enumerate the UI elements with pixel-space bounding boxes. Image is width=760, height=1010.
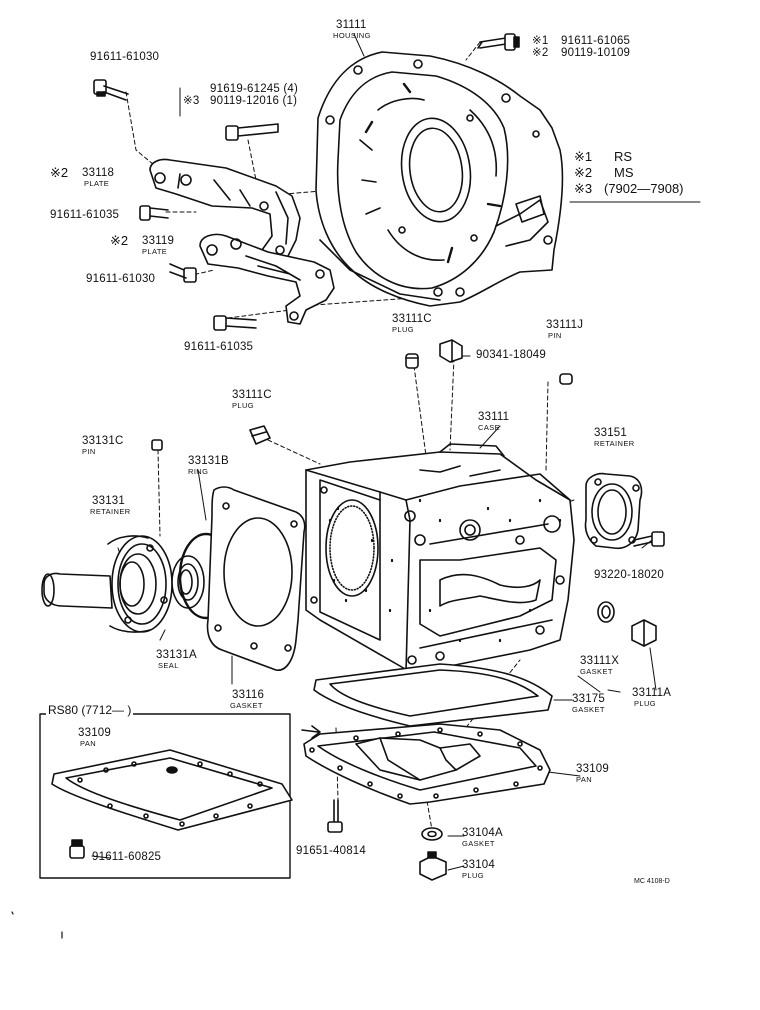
gasket-pan-name: GASKET: [572, 705, 605, 714]
legend-mark-3: ※3: [574, 181, 593, 196]
retainer-front-number: 33131: [92, 495, 125, 507]
bolt-plate-lower-side-number: 91611-61030: [86, 273, 156, 285]
inset-pan-name: PAN: [80, 739, 97, 748]
plug-top-name: PLUG: [392, 325, 415, 334]
plug-case-side-number: 33111A: [632, 687, 672, 699]
inset-pan-number: 33109: [78, 727, 111, 739]
inset-bolt-number: 91611-60825: [92, 851, 162, 863]
housing-part-number: 31111: [336, 19, 367, 31]
retainer-front-name: RETAINER: [90, 507, 131, 516]
retainer-front-drawing: [41, 535, 173, 633]
plate-lower-name: PLATE: [142, 247, 168, 256]
diagram-code: MC 4108-D: [634, 878, 670, 885]
plug-side-number: 90341-18049: [476, 349, 546, 361]
housing-bolt-drawing: [477, 33, 520, 51]
bolt-plate-upper-side-number: 91611-61035: [50, 209, 120, 221]
pan-number: 33109: [576, 763, 609, 775]
pan-bolt-number: 91651-40814: [296, 845, 366, 857]
bolt-plate-lower-side-drawing: [169, 263, 197, 283]
legend-text-2: MS: [614, 165, 634, 180]
gasket-plug-number: 33111X: [580, 655, 620, 667]
drain-gasket-drawing: [421, 827, 443, 841]
bolt-plate-upper-side-drawing: [139, 205, 169, 221]
bolt-top-left-number: 91611-61030: [90, 51, 160, 63]
bolt-retainer-number: 93220-18020: [594, 569, 664, 581]
plug-left-drawing: [249, 425, 271, 445]
plug-left-number: 33111C: [232, 389, 272, 401]
seal-drawing: [171, 555, 205, 609]
bolt-plate-upper-mark: ※3: [183, 95, 200, 107]
gasket-front-name: GASKET: [230, 701, 263, 710]
plate-upper-drawing: [149, 158, 301, 267]
plate-lower-mark: ※2: [110, 233, 129, 248]
housing-drawing: [315, 51, 564, 307]
pin-case-name: PIN: [548, 331, 562, 340]
retainer-rear-name: RETAINER: [594, 439, 635, 448]
bolt-plate-upper-number-2: 90119-12016 (1): [210, 95, 298, 107]
legend-text-1: RS: [614, 149, 633, 164]
legend-text-3: (7902—7908): [604, 181, 684, 196]
bolt-plate-upper-drawing: [225, 123, 279, 141]
inset-title: RS80 (7712— ): [46, 703, 134, 717]
gasket-pan-number: 33175: [572, 693, 605, 705]
bolt-plate-upper-number-1: 91619-61245 (4): [210, 83, 299, 95]
bolt-plate-lower-bottom-number: 91611-61035: [184, 341, 254, 353]
drain-plug-number: 33104: [462, 859, 495, 871]
plug-top-drawing: [405, 353, 419, 369]
plug-case-side-drawing: [631, 619, 657, 647]
drain-plug-name: PLUG: [462, 871, 485, 880]
pin-retainer-drawing: [151, 439, 163, 451]
drain-plug-drawing: [419, 851, 447, 881]
gasket-plug-name: GASKET: [580, 667, 613, 676]
ring-name: RING: [188, 467, 209, 476]
retainer-rear-number: 33151: [594, 427, 627, 439]
plate-upper-number: 33118: [82, 167, 115, 179]
plug-side-drawing: [439, 339, 463, 363]
plate-lower-number: 33119: [142, 235, 175, 247]
case-number: 33111: [478, 411, 510, 423]
pin-retainer-name: PIN: [82, 447, 96, 456]
housing-bolt-number-1: 91611-61065: [561, 35, 631, 47]
inset-box-drawing: [39, 713, 293, 879]
housing-bolt-mark-1: ※1: [532, 35, 549, 47]
pin-case-number: 33111J: [546, 319, 584, 331]
pan-name: PAN: [576, 775, 593, 784]
retainer-rear-drawing: [584, 472, 643, 550]
stray-marks: [11, 911, 63, 939]
case-name: CASE: [478, 423, 501, 432]
housing-part-name: HOUSING: [333, 31, 371, 40]
seal-name: SEAL: [158, 661, 179, 670]
housing-bolt-mark-2: ※2: [532, 47, 549, 59]
drain-gasket-number: 33104A: [462, 827, 503, 839]
bolt-plate-lower-bottom-drawing: [213, 315, 257, 331]
ring-number: 33131B: [188, 455, 229, 467]
pan-arrow-drawing: [301, 725, 321, 739]
legend-mark-1: ※1: [574, 149, 593, 164]
plate-upper-mark: ※2: [50, 165, 69, 180]
plug-case-side-name: PLUG: [634, 699, 657, 708]
seal-number: 33131A: [156, 649, 197, 661]
pin-case-drawing: [559, 373, 573, 385]
gasket-front-drawing: [206, 486, 306, 671]
plug-top-number: 33111C: [392, 313, 432, 325]
case-drawing: [305, 443, 575, 673]
plate-lower-drawing: [199, 233, 335, 325]
gasket-plug-drawing: [597, 601, 615, 623]
legend-mark-2: ※2: [574, 165, 593, 180]
gasket-front-number: 33116: [232, 689, 265, 701]
plug-left-name: PLUG: [232, 401, 255, 410]
pan-drawing: [303, 723, 551, 805]
plate-upper-name: PLATE: [84, 179, 110, 188]
housing-bolt-number-2: 90119-10109: [561, 47, 631, 59]
bolt-top-left-drawing: [93, 79, 129, 101]
gasket-pan-drawing: [313, 663, 553, 727]
pan-bolt-drawing: [327, 799, 343, 833]
drain-gasket-name: GASKET: [462, 839, 495, 848]
pin-retainer-number: 33131C: [82, 435, 124, 447]
bolt-retainer-drawing: [633, 531, 665, 547]
